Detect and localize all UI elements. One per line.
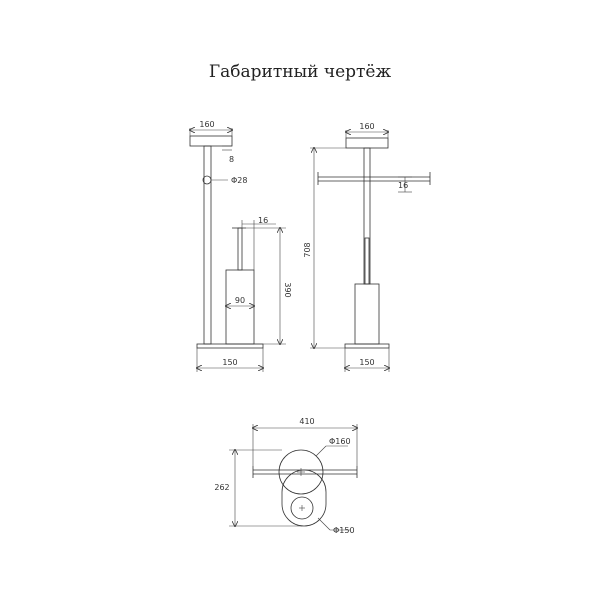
front-brush-offset-label: 16 (258, 216, 268, 225)
front-holder (225, 269, 255, 345)
front-holder-width-label: 90 (235, 296, 245, 305)
front-view: 160 8 Φ28 16 390 90 150 (190, 120, 292, 372)
front-small-label: 8 (229, 155, 234, 164)
front-brush-handle (237, 227, 243, 271)
side-top-width-label: 160 (359, 122, 374, 131)
plan-view: 410 Φ160 262 Φ150 (214, 417, 357, 535)
drawing-title: Габаритный чертёж (208, 62, 392, 82)
side-hook-label: 16 (398, 181, 408, 190)
front-top-width-label: 160 (199, 120, 214, 129)
plan-top-diameter-label: Φ160 (329, 437, 351, 446)
side-view: 160 708 16 150 (303, 122, 431, 372)
side-base (344, 343, 390, 349)
front-base-width-label: 150 (222, 358, 237, 367)
side-holder (354, 283, 380, 345)
plan-base-outline (281, 469, 327, 527)
front-base (196, 343, 264, 349)
side-total-height-label: 708 (303, 242, 312, 257)
plan-base-diameter-label: Φ150 (333, 526, 355, 535)
front-top-plate (189, 135, 233, 147)
plan-top-circle (278, 449, 324, 495)
front-brush-height-label: 390 (283, 282, 292, 297)
plan-depth-label: 262 (214, 483, 229, 492)
plan-base-circle (290, 496, 314, 520)
side-top-plate (345, 137, 389, 149)
front-hook-diameter-label: Φ28 (231, 176, 247, 185)
side-base-width-label: 150 (359, 358, 374, 367)
plan-width-label: 410 (299, 417, 314, 426)
